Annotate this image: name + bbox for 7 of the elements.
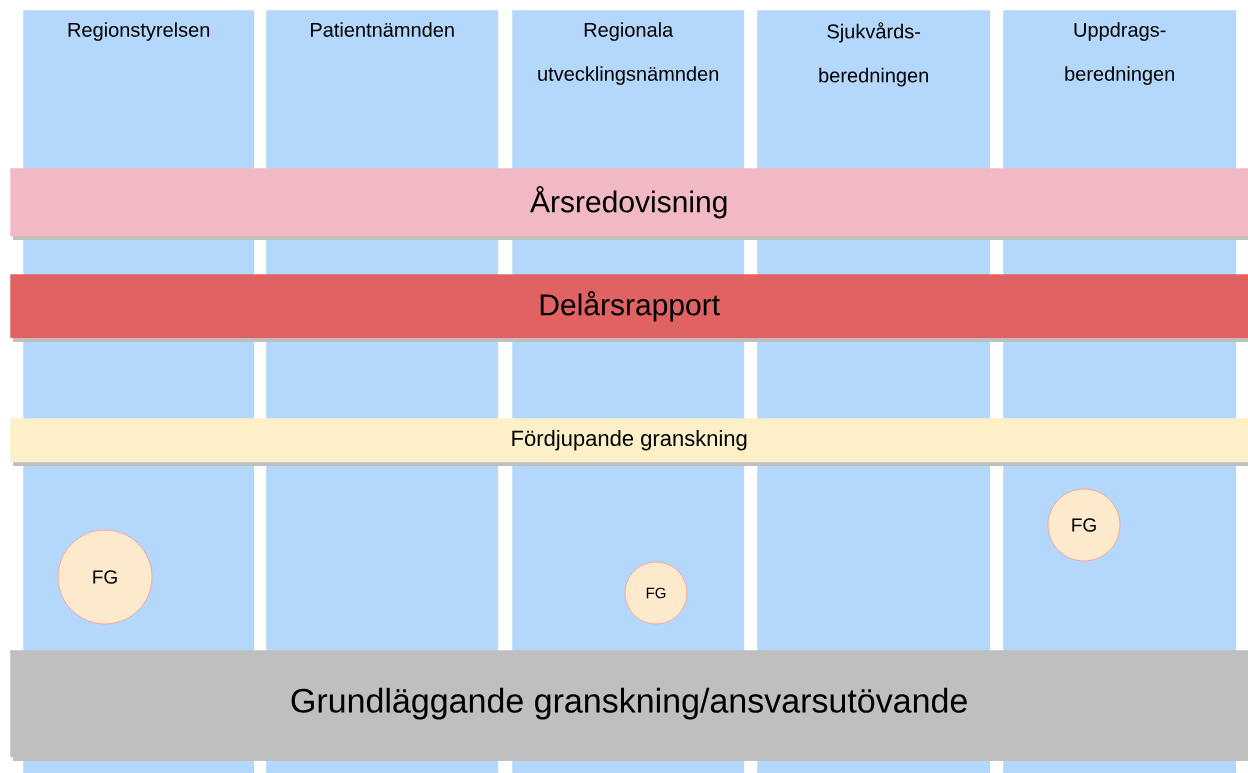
band: Årsredovisning [10,168,1248,237]
band: Delårsrapport [10,274,1248,339]
circle-badge: FG [624,561,688,625]
circle-badge: FG [1047,488,1121,562]
band: Grundläggande granskning/ansvarsutövande [10,650,1248,758]
band: Fördjupande granskning [10,418,1248,463]
circle-badge: FG [57,529,153,625]
